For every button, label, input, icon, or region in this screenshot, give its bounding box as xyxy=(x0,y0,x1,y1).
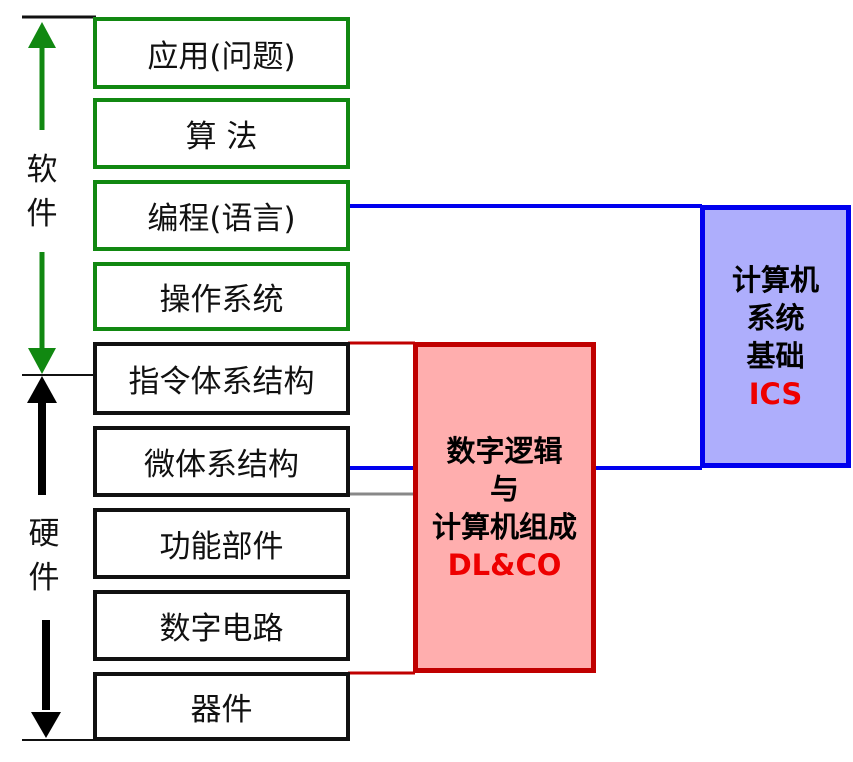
ics-line-2: 系统 xyxy=(746,300,805,335)
course-ics-box: 计算机 系统 基础 ICS xyxy=(700,205,851,468)
ics-line-1: 计算机 xyxy=(731,262,819,297)
dlco-abbr: DL&CO xyxy=(447,547,562,582)
layer-label: 操作系统 xyxy=(159,282,284,318)
dlco-line-1: 数字逻辑 xyxy=(446,433,563,468)
course-dlco-box: 数字逻辑 与 计算机组成 DL&CO xyxy=(413,342,596,673)
layer-label: 数字电路 xyxy=(159,611,284,647)
hardware-up-arrow-icon xyxy=(27,376,57,495)
layer-label: 指令体系结构 xyxy=(128,364,315,400)
software-label-char-1: 软 xyxy=(26,152,58,188)
layer-algorithm: 算 法 xyxy=(93,98,350,169)
software-label: 软 件 xyxy=(22,148,62,236)
software-down-arrow-icon xyxy=(28,252,56,374)
hardware-label: 硬 件 xyxy=(24,512,64,600)
software-label-char-2: 件 xyxy=(26,196,58,232)
layer-microarchitecture: 微体系结构 xyxy=(93,426,350,497)
dlco-line-3: 计算机组成 xyxy=(431,509,577,544)
layer-devices: 器件 xyxy=(93,672,350,741)
layer-application: 应用(问题) xyxy=(93,17,350,89)
layer-label: 器件 xyxy=(190,692,253,728)
layer-os: 操作系统 xyxy=(93,262,350,331)
layer-programming: 编程(语言) xyxy=(93,180,350,251)
hardware-label-char-2: 件 xyxy=(28,560,60,596)
layer-label: 应用(问题) xyxy=(147,38,296,75)
layer-isa: 指令体系结构 xyxy=(93,342,350,415)
layer-digital-circuits: 数字电路 xyxy=(93,590,350,661)
hardware-label-char-1: 硬 xyxy=(28,516,60,552)
dlco-line-2: 与 xyxy=(489,471,519,506)
layer-label: 算 法 xyxy=(185,119,258,155)
hardware-down-arrow-icon xyxy=(31,620,61,738)
layer-label: 功能部件 xyxy=(159,529,284,565)
layer-label: 微体系结构 xyxy=(144,447,299,483)
software-up-arrow-icon xyxy=(28,22,56,130)
ics-line-3: 基础 xyxy=(746,338,805,373)
layer-functional-units: 功能部件 xyxy=(93,508,350,579)
ics-abbr: ICS xyxy=(748,376,803,411)
layer-label: 编程(语言) xyxy=(147,201,296,237)
